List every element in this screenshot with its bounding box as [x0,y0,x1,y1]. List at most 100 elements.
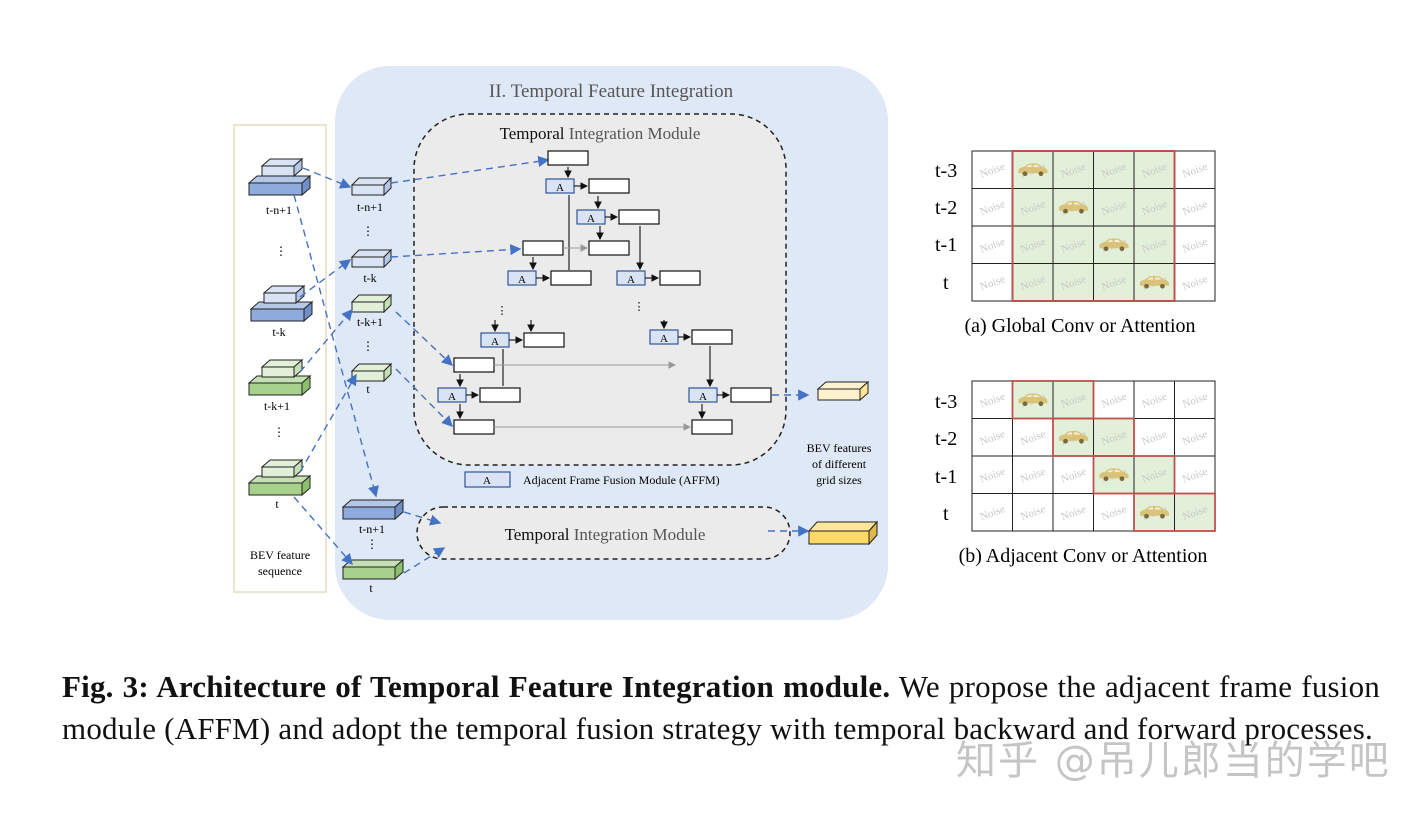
grid-cell [1174,455,1216,494]
seq-label-t: t [275,497,279,511]
seq-dots-2: ⋮ [273,425,285,439]
input-block-t-k [350,248,393,269]
panel-title: II. Temporal Feature Integration [489,81,734,102]
svg-text:A: A [448,391,456,403]
input-dots-2: ⋮ [362,339,374,353]
input-label-t-k: t-k [363,271,376,285]
sequence-block-t-n1 [247,157,312,197]
module-arrows [456,167,731,420]
grid-cell [1174,418,1216,457]
grid-cell [1133,225,1175,264]
seq-dots-1: ⋮ [275,244,287,258]
grid-cell [971,188,1013,227]
output-block-1 [816,380,870,402]
seq-label-t-n1: t-n+1 [266,203,292,217]
grid-cell [1052,455,1094,494]
module-inner-dots: ⋮ ⋮ [497,301,645,317]
grid-cell [1093,150,1135,189]
grid-cell [1174,493,1216,532]
output-label-3: grid sizes [816,473,862,487]
grid-cell [1133,455,1175,494]
svg-text:A: A [699,391,707,403]
input-block-bottom-t [341,558,405,581]
affm-legend-label: Adjacent Frame Fusion Module (AFFM) [523,473,720,487]
grid-cell [1174,188,1216,227]
architecture-figure: BEV feature sequence II. Temporal Featur… [233,66,1216,620]
temporal-integration-module-box [413,113,787,466]
grid-cell [1052,493,1094,532]
grid-cell [1012,263,1054,302]
grid-cell [1133,188,1175,227]
grid-cell [1133,150,1175,189]
svg-text:A: A [660,333,668,345]
sequence-label-2: sequence [258,564,302,578]
svg-text:t-3: t-3 [935,160,957,182]
grid-b-caption: (b) Adjacent Conv or Attention [959,545,1208,567]
input-label-t-n1: t-n+1 [357,200,383,214]
sequence-block-t [247,458,312,497]
affm-legend-letter: A [483,475,491,487]
grid-cell [1174,225,1216,264]
temporal-integration-module-box-2 [416,506,791,560]
sequence-label-1: BEV feature [250,548,310,562]
input-label-bottom-t-n1: t-n+1 [359,522,385,536]
grid-cell [1052,380,1094,419]
grid-b-highlight-border [1133,492,1216,532]
sequence-block-t-k1 [247,358,312,397]
grid-a-row-labels: t-3 t-2 t-1 t [935,160,957,294]
module-internals [453,150,772,435]
input-label-t: t [366,382,370,396]
figure-caption: Fig. 3: Architecture of Temporal Feature… [62,666,1380,750]
grid-a-caption: (a) Global Conv or Attention [964,315,1195,337]
grid-cell [1012,455,1054,494]
seq-label-t-k1: t-k+1 [264,399,290,413]
svg-text:A: A [627,274,635,286]
grid-cell [1052,150,1094,189]
svg-text:⋮: ⋮ [497,305,508,317]
svg-text:t-3: t-3 [935,391,957,413]
output-label-1: BEV features [807,441,872,455]
input-block-t-k1 [350,293,393,314]
svg-text:A: A [556,182,564,194]
input-connectors [293,155,810,574]
watermark: 知乎 @吊儿郎当的学吧 [956,738,1391,784]
grid-cell [971,150,1013,189]
grid-cell [971,418,1013,457]
input-block-t [350,362,393,383]
output-label-2: of different [812,457,867,471]
input-label-bottom-t: t [369,581,373,595]
svg-text:t: t [943,503,949,525]
svg-text:t-2: t-2 [935,428,957,450]
seq-label-t-k: t-k [272,325,285,339]
grid-cell [1012,493,1054,532]
input-dots-1: ⋮ [362,224,374,238]
svg-text:t-1: t-1 [935,466,957,488]
module-title: Temporal Integration Module [500,124,701,143]
module-title-2: Temporal Integration Module [505,525,706,544]
output-block-2 [807,520,879,546]
input-label-t-k1: t-k+1 [357,315,383,329]
grid-cell [1174,150,1216,189]
grid-cell [1093,263,1135,302]
bev-sequence-box [233,124,327,593]
input-block-t-n1 [350,176,393,197]
svg-text:t: t [943,272,949,294]
input-block-bottom-t-n1 [341,498,405,521]
grid-b-row-labels: t-3 t-2 t-1 t [935,391,957,525]
grid-cell [1093,188,1135,227]
input-dots-bottom: ⋮ [366,537,378,551]
module-gray-arrows [494,244,692,431]
svg-text:A: A [587,213,595,225]
grid-cell [1174,380,1216,419]
svg-text:t-1: t-1 [935,234,957,256]
sequence-block-t-k [249,284,314,323]
svg-text:t-2: t-2 [935,197,957,219]
svg-text:⋮: ⋮ [634,301,645,313]
caption-text: We propose the adjacent frame fusion mod… [62,669,1381,746]
caption-bold: Fig. 3: Architecture of Temporal Feature… [62,669,891,704]
affm-legend-box [464,471,511,488]
svg-text:A: A [518,274,526,286]
grid-a-highlight-border [1011,150,1176,302]
